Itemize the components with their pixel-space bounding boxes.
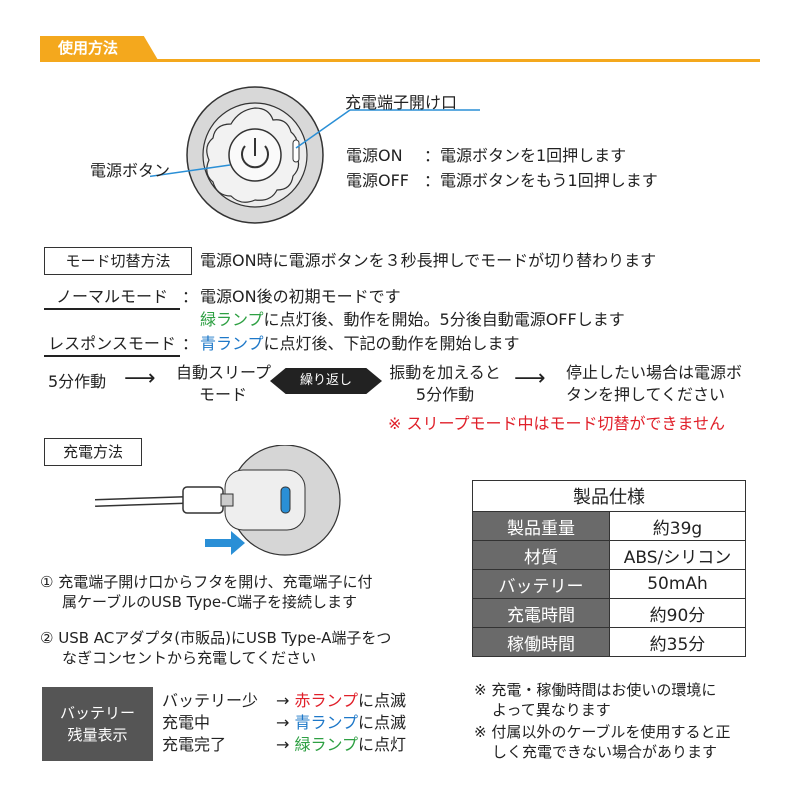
charge-step-1: ① 充電端子開け口からフタを開け、充電端子に付属ケーブルのUSB Type-C端… [40, 573, 373, 611]
charging-illustration [95, 445, 341, 556]
section-title: 使用方法 [40, 36, 158, 60]
colon: ： [182, 334, 199, 353]
spec-value: 50mAh [609, 569, 746, 599]
repeat-badge: 繰り返し [270, 368, 382, 394]
flow-step-1: 5分作動 [48, 372, 107, 391]
spec-title: 製品仕様 [472, 480, 746, 512]
arrow-icon: ⟶ [514, 366, 546, 391]
charging-label: 充電方法 [44, 438, 142, 466]
normal-mode-line1: 電源ON後の初期モードです [200, 287, 401, 306]
header-rule [40, 59, 760, 62]
sleep-warning: ※ スリープモード中はモード切替ができません [388, 414, 726, 433]
battery-row: バッテリー少→ 赤ランプに点滅 [162, 691, 407, 710]
power-off-instruction: 電源OFF：電源ボタンをもう1回押します [346, 171, 658, 190]
spec-value: 約90分 [609, 598, 746, 628]
spec-key: 製品重量 [472, 511, 610, 541]
battery-row: 充電中→ 青ランプに点滅 [162, 713, 407, 732]
mode-switch-label: モード切替方法 [44, 247, 192, 275]
mode-switch-desc: 電源ON時に電源ボタンを３秒長押しでモードが切り替わります [200, 251, 657, 270]
table-row: 充電時間約90分 [472, 598, 746, 628]
power-button-label: 電源ボタン [90, 161, 171, 180]
flow-step-4: 停止したい場合は電源ボタンを押してください [566, 363, 743, 404]
spec-value: 約35分 [609, 627, 746, 657]
charge-step-2: ② USB ACアダプタ(市販品)にUSB Type-A端子をつなぎコンセントか… [40, 629, 392, 667]
normal-mode-label: ノーマルモード [44, 286, 180, 310]
flow-step-2: 自動スリープモード [176, 363, 272, 404]
table-row: 製品重量約39g [472, 511, 746, 541]
device-illustration [150, 86, 480, 224]
battery-level-label: バッテリー残量表示 [42, 687, 153, 761]
spec-note-1: ※ 充電・稼働時間はお使いの環境によって異なります [474, 681, 717, 719]
power-on-instruction: 電源ON：電源ボタンを1回押します [346, 146, 627, 165]
battery-status-list: バッテリー少→ 赤ランプに点滅 充電中→ 青ランプに点滅 充電完了→ 緑ランプに… [162, 690, 406, 756]
charge-port-label: 充電端子開け口 [345, 93, 458, 112]
spec-key: バッテリー [472, 569, 610, 599]
spec-key: 充電時間 [472, 598, 610, 628]
colon: ： [182, 287, 199, 306]
normal-mode-line2: 緑ランプに点灯後、動作を開始。5分後自動電源OFFします [200, 310, 625, 329]
response-mode-line: 青ランプに点灯後、下記の動作を開始します [200, 334, 520, 353]
arrow-icon: ⟶ [124, 366, 156, 391]
spec-value: ABS/シリコン [609, 540, 746, 570]
spec-note-2: ※ 付属以外のケーブルを使用すると正しく充電できない場合があります [474, 723, 731, 761]
response-mode-label: レスポンスモード [44, 333, 180, 357]
table-row: 稼働時間約35分 [472, 627, 746, 657]
spec-key: 材質 [472, 540, 610, 570]
battery-row: 充電完了→ 緑ランプに点灯 [162, 735, 407, 754]
spec-value: 約39g [609, 511, 746, 541]
spec-key: 稼働時間 [472, 627, 610, 657]
